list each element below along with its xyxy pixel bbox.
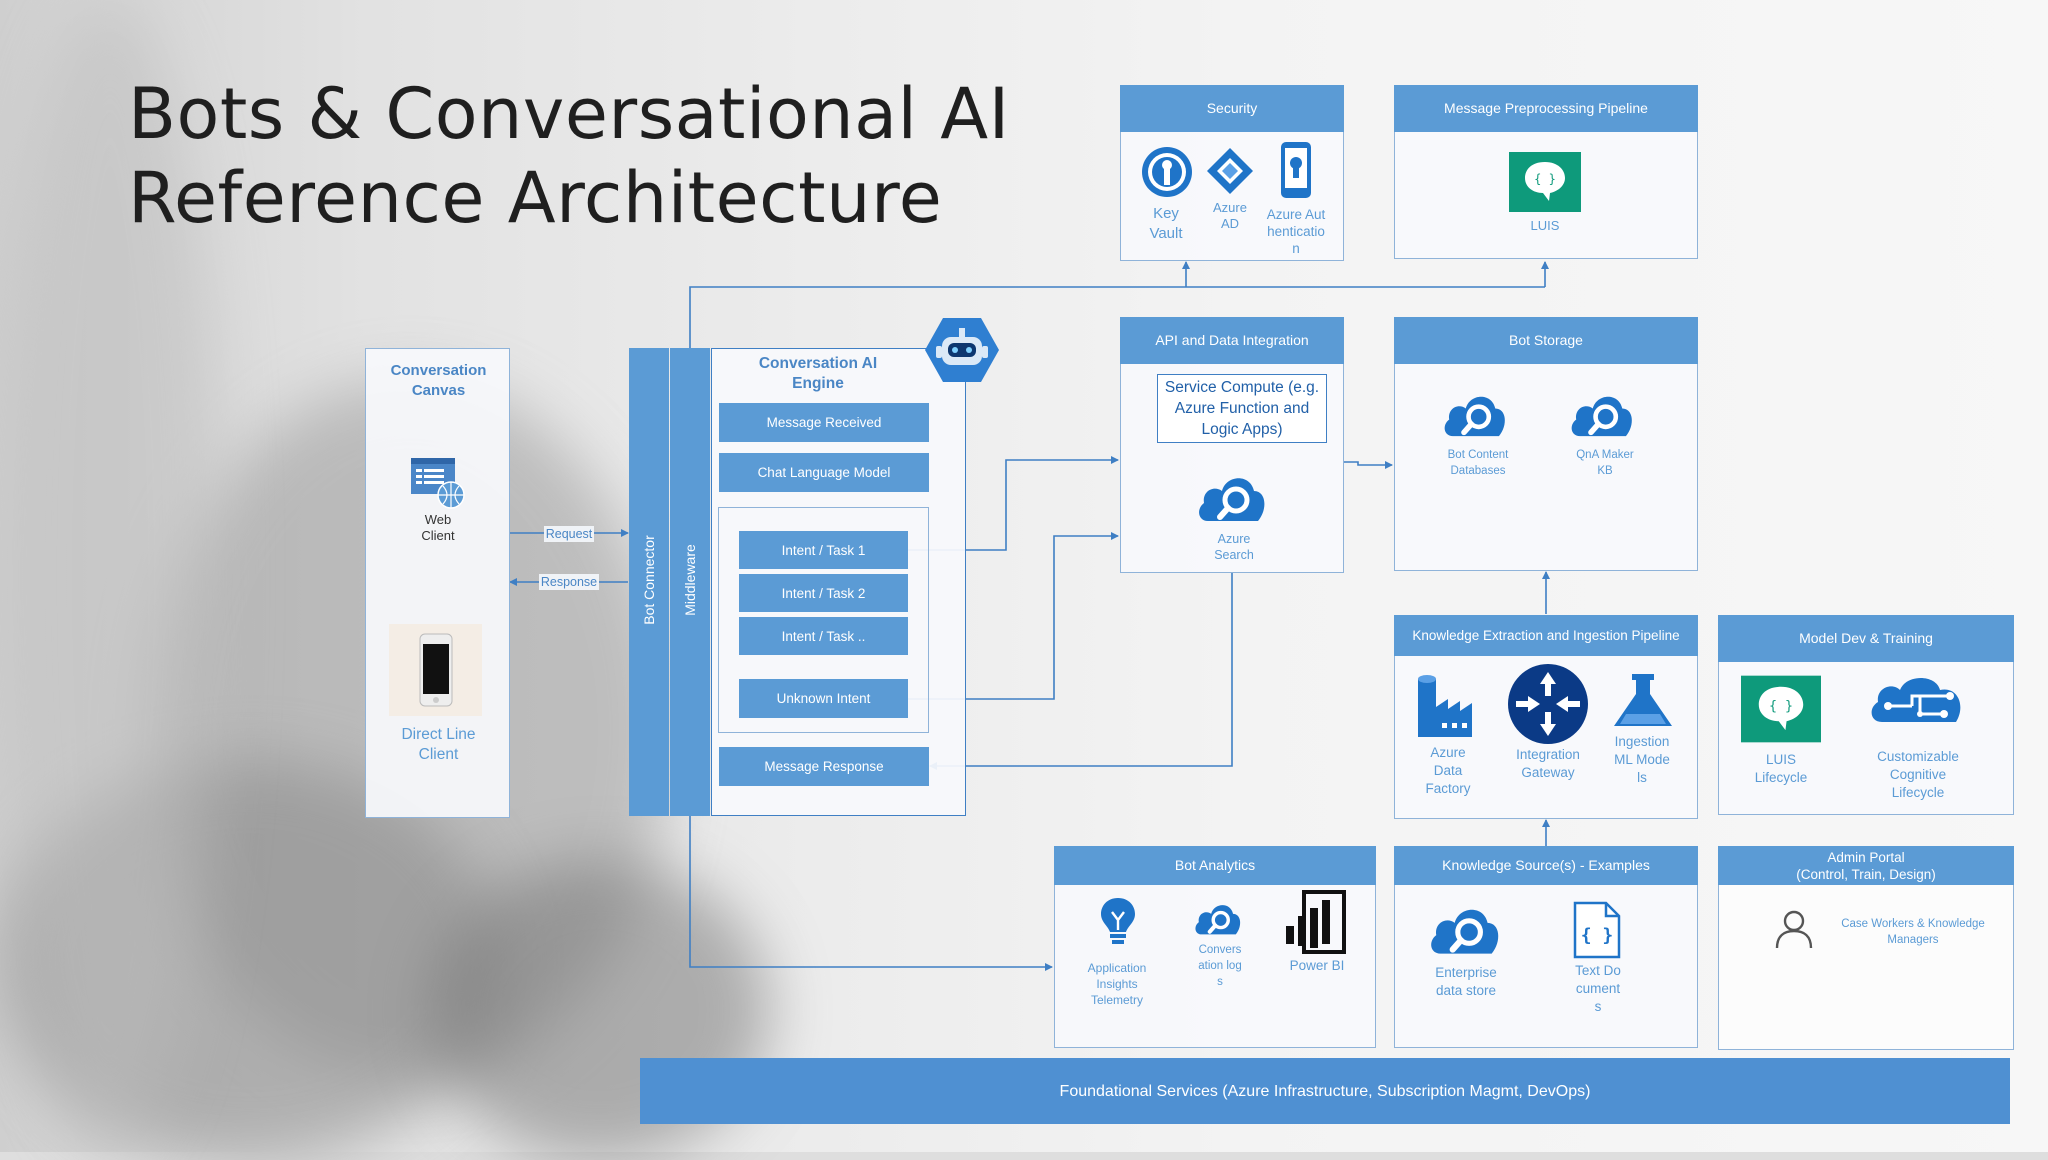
user-icon — [1775, 910, 1813, 949]
azure-ad-icon — [1207, 148, 1253, 194]
service-compute-label: Service Compute (e.g. Azure Function and… — [1164, 379, 1320, 438]
phone-icon — [419, 633, 453, 707]
svg-text:{ }: { } — [1769, 699, 1793, 714]
azure-data-factory-icon — [1418, 675, 1472, 737]
integration-gateway-label: Integration Gateway — [1516, 747, 1580, 780]
foundational-services-bar: Foundational Services (Azure Infrastruct… — [640, 1058, 2010, 1124]
intent-task-2-box: Intent / Task 2 — [739, 574, 908, 612]
bot-content-databases-label: Bot ContentDatabases — [1447, 449, 1509, 477]
azure-search-label: Azure Search — [1214, 532, 1254, 562]
azure-ad-label: Azure AD — [1213, 200, 1247, 231]
application-insights-icon — [1101, 898, 1135, 944]
conversation-logs-icon — [1195, 905, 1241, 935]
knowledge-sources-header: Knowledge Source(s) - Examples — [1394, 846, 1698, 885]
luis-lifecycle-icon: { } — [1741, 675, 1821, 743]
integration-gateway-icon — [1508, 664, 1588, 744]
admin-portal-title: Admin Portal — [1827, 849, 1905, 865]
key-vault-label: Key Vault — [1149, 205, 1183, 242]
bot-storage-header: Bot Storage — [1394, 317, 1698, 364]
bot-connector-label: Bot Connector — [641, 535, 657, 625]
direct-line-client-label: Direct Line Client — [401, 726, 476, 763]
conversation-canvas-title: Conversation Canvas — [390, 362, 487, 399]
web-client-label: Web Client — [421, 512, 455, 543]
case-workers-label: Case Workers & Knowledge Managers — [1841, 918, 1985, 946]
azure-search-icon — [1199, 478, 1265, 521]
svg-text:{ }: { } — [1581, 925, 1614, 946]
security-header: Security — [1120, 85, 1344, 132]
qna-maker-kb-icon — [1571, 396, 1632, 437]
qna-maker-kb-label: QnA Maker KB — [1576, 449, 1634, 477]
admin-portal-subtitle: (Control, Train, Design) — [1796, 866, 1936, 882]
azure-authentication-label: Azure Authentication — [1266, 207, 1326, 256]
power-bi-icon — [1286, 890, 1346, 954]
response-label: Response — [539, 574, 599, 590]
text-documents-label: Text Documents — [1575, 963, 1621, 1014]
key-vault-icon — [1142, 147, 1192, 197]
middleware-label: Middleware — [682, 544, 698, 616]
request-label: Request — [544, 526, 594, 542]
admin-portal-header: Admin Portal (Control, Train, Design) — [1718, 846, 2014, 885]
engine-title: Conversation AI Engine — [758, 355, 878, 392]
middleware-bar — [670, 348, 710, 816]
model-dev-header: Model Dev & Training — [1718, 615, 2014, 662]
azure-authentication-icon — [1281, 142, 1311, 198]
api-integration-header: API and Data Integration — [1120, 317, 1344, 364]
title-line-1: Bots & Conversational AI — [128, 73, 1010, 155]
bot-content-databases-icon — [1444, 396, 1505, 437]
intent-task-1-box: Intent / Task 1 — [739, 531, 908, 569]
cognitive-lifecycle-icon — [1871, 678, 1961, 722]
conversation-canvas-panel: Conversation Canvas Web Client Direct Li… — [365, 348, 510, 818]
luis-icon: { } — [1509, 152, 1581, 212]
text-documents-icon: { } — [1573, 901, 1621, 959]
unknown-intent-box: Unknown Intent — [739, 679, 908, 718]
application-insights-label: Application Insights Telemetry — [1087, 961, 1147, 1007]
page-title: Bots & Conversational AI Reference Archi… — [128, 72, 1010, 240]
chat-language-model-box: Chat Language Model — [719, 453, 929, 492]
bot-analytics-header: Bot Analytics — [1054, 846, 1376, 885]
intent-task-more-box: Intent / Task .. — [739, 617, 908, 655]
phone-image — [389, 624, 482, 716]
message-response-box: Message Response — [719, 747, 929, 786]
knowledge-pipeline-header: Knowledge Extraction and Ingestion Pipel… — [1394, 615, 1698, 656]
preprocessing-header: Message Preprocessing Pipeline — [1394, 85, 1698, 132]
cognitive-lifecycle-label: Customizable Cognitive Lifecycle — [1877, 749, 1959, 800]
ingestion-ml-models-icon — [1614, 674, 1672, 726]
enterprise-data-store-icon — [1431, 909, 1499, 954]
intents-group — [718, 507, 929, 733]
luis-label: LUIS — [1530, 218, 1560, 233]
service-compute-box: Service Compute (e.g. Azure Function and… — [1157, 374, 1327, 443]
bot-connector-bar — [629, 348, 669, 816]
message-received-box: Message Received — [719, 403, 929, 442]
conversation-logs-label: Conversation logs — [1198, 944, 1242, 988]
power-bi-label: Power BI — [1289, 958, 1345, 973]
bot-icon — [925, 318, 999, 382]
ingestion-ml-models-label: Ingestion ML Models — [1614, 734, 1670, 785]
web-client-icon — [411, 458, 465, 509]
luis-lifecycle-label: LUIS Lifecycle — [1754, 752, 1808, 785]
title-line-2: Reference Architecture — [128, 157, 943, 239]
azure-data-factory-label: Azure Data Factory — [1425, 745, 1471, 796]
svg-text:{ }: { } — [1534, 172, 1556, 186]
enterprise-data-store-label: Enterprise data store — [1435, 965, 1497, 998]
